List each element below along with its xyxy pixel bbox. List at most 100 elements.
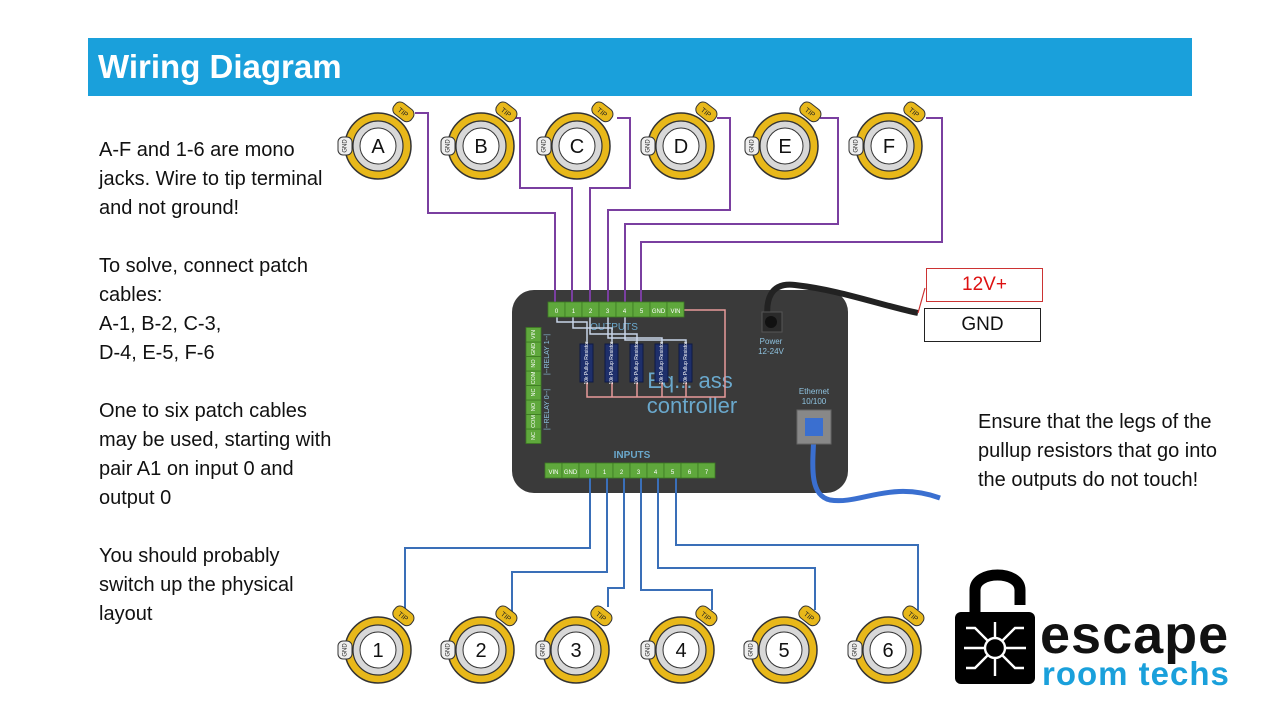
output-pin-5: 5 bbox=[632, 301, 651, 318]
title-bar: Wiring Diagram bbox=[88, 38, 1192, 96]
gnd-terminal-label: GND bbox=[749, 643, 755, 657]
wire-1 bbox=[404, 478, 591, 615]
resistor-warning: Ensure that the legs of the pullup resis… bbox=[978, 411, 1218, 491]
power-label: Power bbox=[760, 337, 783, 346]
input-pin-label: 3 bbox=[637, 470, 641, 476]
instruction-cables: One to six patch cables may be used, sta… bbox=[99, 400, 332, 509]
input-pin-7: 7 bbox=[697, 462, 716, 479]
input-pin-label: 4 bbox=[654, 470, 658, 476]
output-pin-label: 2 bbox=[589, 309, 593, 315]
relay-pin-3: NC bbox=[525, 385, 542, 401]
input-pin-0: 0 bbox=[578, 462, 597, 479]
input-pin-6: 6 bbox=[680, 462, 699, 479]
relay-pin-0: NC bbox=[525, 428, 542, 444]
resistor-label: 10k Pullup Resistor bbox=[634, 341, 640, 384]
gnd-terminal-label: GND bbox=[854, 139, 860, 153]
wire-B bbox=[512, 117, 573, 303]
page-title: Wiring Diagram bbox=[98, 48, 342, 85]
jack-label: 4 bbox=[675, 640, 686, 662]
gnd-terminal-label: GND bbox=[646, 643, 652, 657]
instructions-text: A-F and 1-6 are mono jacks. Wire to tip … bbox=[99, 136, 339, 629]
ethernet-cable bbox=[810, 434, 941, 504]
input-pin-VIN: VIN bbox=[544, 462, 563, 479]
output-pin-label: 0 bbox=[555, 309, 559, 315]
pullup-resistor-1: 10k Pullup Resistor bbox=[604, 341, 619, 385]
relay-pin-label: NC bbox=[531, 432, 537, 440]
output-pin-label: 1 bbox=[572, 309, 576, 315]
power-ground-label: GND bbox=[924, 308, 1041, 342]
power-positive-label: 12V+ bbox=[926, 268, 1043, 302]
resistor-wiring bbox=[586, 309, 726, 398]
relay-pin-label: NC bbox=[531, 389, 537, 397]
wire-A bbox=[415, 112, 556, 303]
resistor-label: 10k Pullup Resistor bbox=[584, 341, 590, 384]
logo-line2: room techs bbox=[1042, 655, 1230, 692]
relay-pin-2: NO bbox=[525, 399, 542, 415]
wire-F bbox=[640, 117, 943, 303]
jack-label: B bbox=[474, 136, 487, 158]
input-pin-5: 5 bbox=[663, 462, 682, 479]
output-pin-3: 3 bbox=[598, 301, 617, 318]
jack-label: 2 bbox=[475, 640, 486, 662]
output-pin-VIN: VIN bbox=[666, 301, 685, 318]
jack-label: 6 bbox=[882, 640, 893, 662]
input-pin-label: 6 bbox=[688, 470, 692, 476]
relay-label-0: |--RELAY 0--| bbox=[544, 389, 551, 430]
wire-E bbox=[624, 117, 839, 303]
wire-D bbox=[607, 117, 731, 303]
power-cable bbox=[764, 281, 919, 323]
wire-6 bbox=[675, 478, 919, 610]
output-pin-label: 5 bbox=[640, 309, 644, 315]
relay-pin-label: COM bbox=[531, 371, 537, 384]
gnd-terminal-label: GND bbox=[343, 139, 349, 153]
ethernet-label: Ethernet bbox=[799, 387, 830, 396]
jack-label: E bbox=[778, 136, 791, 158]
instruction-solve: To solve, connect patch cables: bbox=[99, 255, 309, 306]
gnd-terminal-label: GND bbox=[853, 643, 859, 657]
gnd-terminal-label: GND bbox=[646, 139, 652, 153]
relay-pin-label: NO bbox=[531, 402, 537, 411]
output-pin-label: GND bbox=[652, 309, 666, 315]
input-pin-GND: GND bbox=[561, 462, 580, 479]
ethernet-speed: 10/100 bbox=[802, 397, 827, 406]
wire-4 bbox=[640, 478, 713, 610]
input-pin-4: 4 bbox=[646, 462, 665, 479]
output-pin-4: 4 bbox=[615, 301, 634, 318]
pullup-resistor-3: 10k Pullup Resistor bbox=[654, 341, 669, 385]
jack-label: F bbox=[883, 136, 895, 158]
gnd-terminal-label: GND bbox=[343, 643, 349, 657]
instruction-jacks: A-F and 1-6 are mono jacks. Wire to tip … bbox=[99, 139, 323, 219]
output-pin-label: VIN bbox=[670, 309, 680, 315]
input-pin-1: 1 bbox=[595, 462, 614, 479]
input-pin-label: 5 bbox=[671, 470, 675, 476]
relay-pin-6: GND bbox=[525, 341, 542, 357]
resistor-label: 10k Pullup Resistor bbox=[609, 341, 615, 384]
wire-3 bbox=[607, 478, 625, 607]
jack-label: A bbox=[371, 136, 385, 158]
output-pin-label: 4 bbox=[623, 309, 627, 315]
relay-pin-7: VIN bbox=[525, 327, 542, 343]
jack-label: C bbox=[570, 136, 584, 158]
gnd-terminal-label: GND bbox=[542, 139, 548, 153]
controller-board bbox=[512, 290, 848, 493]
jack-label: 1 bbox=[372, 640, 383, 662]
jack-label: 3 bbox=[570, 640, 581, 662]
wire-C bbox=[589, 117, 631, 303]
pullup-resistor-4: 10k Pullup Resistor bbox=[678, 341, 693, 385]
instruction-layout: You should probably switch up the physic… bbox=[99, 545, 294, 625]
input-pin-label: 1 bbox=[603, 470, 607, 476]
input-wires bbox=[404, 478, 919, 615]
jack-label: 5 bbox=[778, 640, 789, 662]
gnd-terminal-label: GND bbox=[750, 139, 756, 153]
logo-line1: escape bbox=[1040, 605, 1229, 665]
